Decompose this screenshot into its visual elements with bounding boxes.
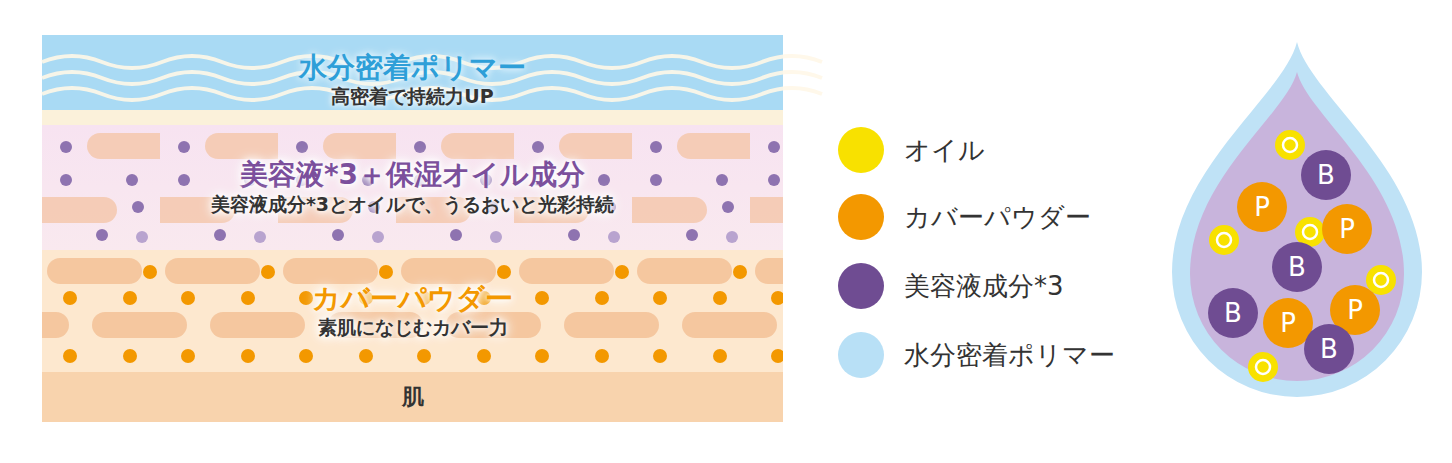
layer-title: カバーパウダー <box>312 282 513 316</box>
ingredient-letter: P <box>1280 308 1296 338</box>
legend-item: オイル <box>838 127 985 173</box>
ingredient-letter: B <box>1317 160 1335 190</box>
legend-item: 水分密着ポリマー <box>838 332 1115 378</box>
ingredient-letter: B <box>1224 298 1242 328</box>
layer-title: 肌 <box>402 384 424 410</box>
legend-swatch <box>838 127 884 173</box>
legend-swatch <box>838 332 884 378</box>
ingredient-circle: B <box>1208 288 1258 338</box>
legend-swatch <box>838 263 884 309</box>
ingredient-letter: B <box>1288 252 1306 282</box>
layer-title: 水分密着ポリマー <box>299 51 526 85</box>
layer-band: カバーパウダー素肌になじむカバー力 <box>42 250 783 372</box>
ingredient-letter: B <box>1320 334 1338 364</box>
ingredient-letter: P <box>1347 295 1363 325</box>
ingredient-circle: B <box>1301 150 1351 200</box>
layer-title: 美容液*3＋保湿オイル成分 <box>240 158 585 192</box>
ingredient-letter: P <box>1339 214 1355 244</box>
ingredient-circle: P <box>1237 182 1287 232</box>
ingredient-circle: B <box>1304 324 1354 374</box>
legend-item: カバーパウダー <box>838 194 1091 240</box>
layer-description: 美容液成分*3とオイルで、うるおいと光彩持続 <box>211 192 614 217</box>
legend-label: 水分密着ポリマー <box>904 338 1115 373</box>
skin-layer: 肌 <box>42 372 783 422</box>
legend-item: 美容液成分*3 <box>838 263 1064 309</box>
layer-band: 美容液*3＋保湿オイル成分美容液成分*3とオイルで、うるおいと光彩持続 <box>42 125 783 250</box>
layer-description: 高密着で持続力UP <box>331 84 493 109</box>
ingredient-letter: P <box>1254 192 1270 222</box>
legend-label: オイル <box>904 133 985 168</box>
ingredient-circle: B <box>1272 242 1322 292</box>
layer-band: 水分密着ポリマー高密着で持続力UP <box>42 35 783 125</box>
legend-label: カバーパウダー <box>904 200 1091 235</box>
legend-label: 美容液成分*3 <box>904 269 1064 304</box>
legend-swatch <box>838 194 884 240</box>
ingredient-circle: P <box>1322 204 1372 254</box>
layer-description: 素肌になじむカバー力 <box>318 315 508 340</box>
